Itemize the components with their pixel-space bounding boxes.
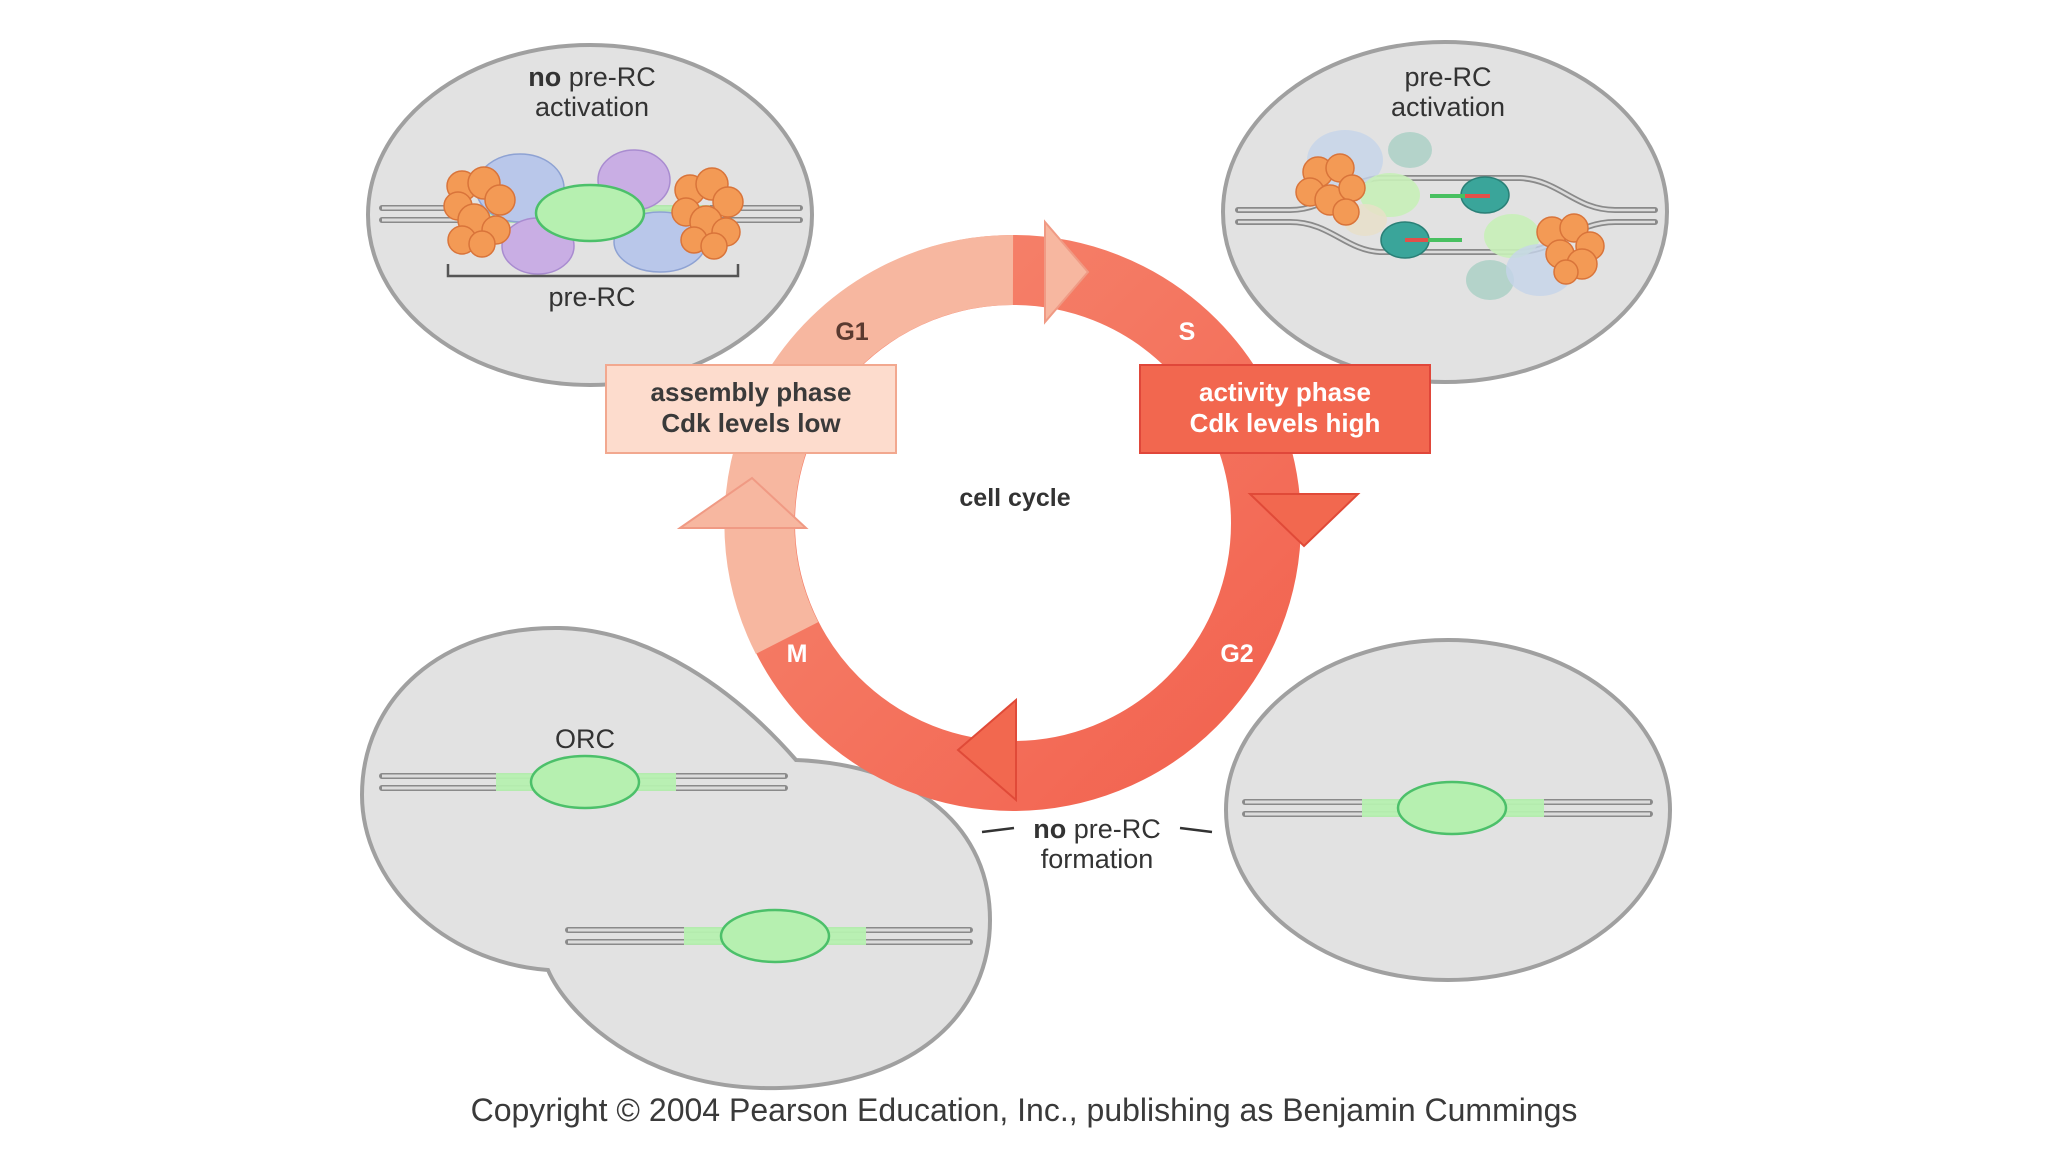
mcm-complex-right <box>671 167 744 260</box>
activation-label: activation <box>535 92 649 122</box>
activity-phase-box: activity phase Cdk levels high <box>1139 364 1431 454</box>
svg-text:formation: formation <box>1041 844 1154 874</box>
cell-body <box>1221 40 1669 384</box>
svg-text:assembly phase: assembly phase <box>651 377 852 407</box>
mcm-complex-left <box>443 166 516 258</box>
arrow-head-g1-to-s <box>1044 219 1090 325</box>
arrow-head-g2-to-m <box>956 697 1017 803</box>
cell-top-right: pre-RC activation <box>1221 40 1669 384</box>
arrow-head-s-to-g2 <box>1247 493 1361 548</box>
orc-label: ORC <box>555 724 615 754</box>
copyright-notice: Copyright © 2004 Pearson Education, Inc.… <box>470 1092 1578 1128</box>
pre-rc-bracket-label: pre-RC <box>548 282 635 312</box>
orc-complex <box>529 754 641 810</box>
phase-label-g2: G2 <box>1220 640 1253 668</box>
arrow-head-m-to-g1 <box>676 476 809 529</box>
pre-rc-label: pre-RC <box>1404 62 1491 92</box>
mcm-complex-right <box>1536 213 1605 285</box>
activation-label: activation <box>1391 92 1505 122</box>
cell-bottom-left-dividing: ORC <box>359 625 993 1091</box>
phase-label-m: M <box>787 640 808 668</box>
cell-top-left: no pre-RC activation pre-RC <box>366 43 814 387</box>
no-pre-rc-formation-label: no pre-RC formation <box>981 814 1213 874</box>
phase-label-g1: G1 <box>835 318 868 346</box>
mcm-complex-left <box>1295 153 1366 226</box>
cell-cycle-center-label: cell cycle <box>959 484 1070 512</box>
orc-complex <box>1396 780 1508 836</box>
pre-rc-bracket <box>446 264 740 278</box>
phase-label-s: S <box>1179 318 1196 346</box>
svg-text:no pre-RC: no pre-RC <box>1033 814 1161 844</box>
cell-body <box>359 625 993 1091</box>
orc-complex <box>534 183 646 243</box>
assembly-phase-box: assembly phase Cdk levels low <box>605 364 897 454</box>
cell-bottom-right <box>1224 638 1672 982</box>
svg-text:Cdk levels low: Cdk levels low <box>661 408 841 438</box>
cell-cycle-ring: G1 S G2 M cell cycle <box>676 219 1361 811</box>
svg-text:activity phase: activity phase <box>1199 377 1371 407</box>
no-pre-rc-activation-label: no pre-RC <box>528 62 656 92</box>
svg-text:Cdk levels high: Cdk levels high <box>1190 408 1381 438</box>
orc-complex <box>719 908 831 964</box>
